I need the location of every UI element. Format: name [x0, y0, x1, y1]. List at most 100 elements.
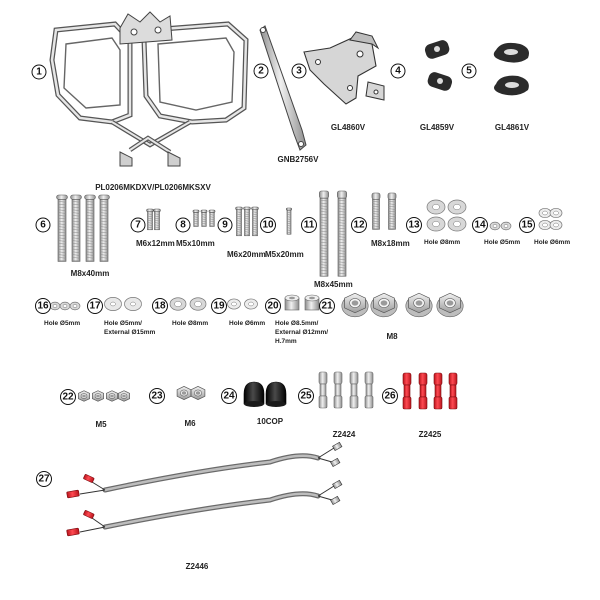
washers-hole-6mm-row3 — [227, 298, 258, 310]
washer-icon — [426, 216, 446, 232]
label-22: M5 — [95, 420, 107, 429]
svg-text:1: 1 — [36, 67, 42, 78]
spacers-8-5mm — [284, 294, 320, 311]
label-10: M5x20mm — [265, 250, 304, 259]
washers-hole-6mm — [538, 207, 563, 231]
label-21: M8 — [386, 332, 398, 341]
callout-19: 19 — [211, 298, 227, 314]
washer-icon — [489, 221, 501, 231]
label-17: Hole Ø5mm/External Ø15mm — [104, 320, 156, 336]
callout-17: 17 — [87, 298, 103, 314]
bolts-m8x18 — [371, 192, 397, 230]
svg-text:7: 7 — [135, 220, 141, 231]
bolt-icon — [371, 192, 381, 230]
connector-icon — [364, 371, 374, 409]
washer-icon — [169, 297, 187, 311]
bar-part — [259, 25, 307, 151]
svg-text:8: 8 — [180, 220, 186, 231]
washer-icon — [447, 199, 467, 215]
washers-hole-8mm-row3 — [169, 297, 207, 311]
bolt-icon — [192, 209, 200, 227]
bolt-icon — [200, 209, 208, 227]
callout-4: 4 — [390, 63, 406, 79]
svg-text:18: 18 — [154, 301, 166, 312]
callout-26: 26 — [382, 388, 398, 404]
nut-icon — [405, 292, 433, 318]
svg-text:22: 22 — [62, 392, 74, 403]
svg-text:20: 20 — [267, 301, 279, 312]
nuts-m5 — [78, 390, 130, 402]
spacer-icon — [284, 294, 300, 311]
washers-hole-5mm-ext-15mm — [104, 297, 142, 311]
callout-18: 18 — [152, 298, 168, 314]
callout-13: 13 — [406, 217, 422, 233]
bolt-icon — [208, 209, 216, 227]
callout-1: 1 — [31, 64, 47, 80]
washer-icon — [124, 297, 142, 311]
callout-16: 16 — [35, 298, 51, 314]
callout-14: 14 — [472, 217, 488, 233]
svg-text:11: 11 — [304, 220, 315, 231]
bolts-m6x20 — [235, 206, 259, 237]
cap-icon — [243, 381, 265, 407]
label-15: Hole Ø6mm — [534, 239, 570, 246]
label-9: M6x20mm — [227, 250, 266, 259]
callout-6: 6 — [35, 217, 51, 233]
svg-text:16: 16 — [37, 301, 49, 312]
callout-3: 3 — [291, 63, 307, 79]
svg-text:3: 3 — [296, 66, 302, 77]
callout-10: 10 — [260, 217, 276, 233]
callout-7: 7 — [130, 217, 146, 233]
label-6: M8x40mm — [71, 269, 110, 278]
svg-text:9: 9 — [222, 220, 228, 231]
label-19: Hole Ø6mm — [229, 320, 265, 327]
washer-icon — [447, 216, 467, 232]
label-gl4861v: GL4861V — [495, 123, 530, 132]
svg-text:13: 13 — [408, 220, 420, 231]
svg-text:15: 15 — [521, 220, 533, 231]
washer-icon — [500, 221, 512, 231]
connector-icon — [448, 372, 458, 410]
label-23: M6 — [184, 419, 196, 428]
label-25: Z2424 — [333, 430, 356, 439]
nut-icon — [118, 390, 130, 402]
washer-icon — [227, 298, 241, 310]
nut-icon — [370, 292, 398, 318]
svg-text:21: 21 — [321, 301, 333, 312]
bolt-icon — [56, 194, 68, 262]
nut-icon — [190, 386, 206, 400]
svg-text:24: 24 — [223, 391, 235, 402]
callout-21: 21 — [319, 298, 335, 314]
pads-gl4861v — [493, 42, 529, 96]
label-2: GNB2756V — [278, 155, 320, 164]
connector-icon — [349, 371, 359, 409]
washer-icon — [189, 297, 207, 311]
callout-20: 20 — [265, 298, 281, 314]
callout-5: 5 — [461, 63, 477, 79]
label-5: GL4859V — [420, 123, 455, 132]
washer-icon — [59, 301, 71, 311]
bolt-icon — [243, 206, 251, 237]
svg-text:27: 27 — [38, 474, 50, 485]
bolt-icon — [98, 194, 110, 262]
label-16: Hole Ø5mm — [44, 320, 80, 327]
label-14: Hole Ø5mm — [484, 239, 520, 246]
cap-icon — [265, 381, 287, 407]
svg-text:4: 4 — [395, 66, 401, 77]
label-20: Hole Ø8.5mm/External Ø12mm/H.7mm — [275, 320, 328, 345]
washer-icon — [549, 207, 563, 219]
washer-icon — [538, 207, 552, 219]
bolt-icon — [153, 208, 161, 231]
svg-text:26: 26 — [384, 391, 396, 402]
bolts-m5x10 — [192, 209, 216, 227]
callout-2: 2 — [253, 63, 269, 79]
label-1: PL0206MKDXV/PL0206MKSXV — [95, 183, 211, 192]
wiring-harness — [66, 441, 343, 537]
callout-9: 9 — [217, 217, 233, 233]
nut-icon — [341, 292, 369, 318]
svg-text:5: 5 — [466, 66, 472, 77]
label-24: 10COP — [257, 417, 284, 426]
nut-icon — [92, 390, 104, 402]
washer-icon — [538, 219, 552, 231]
